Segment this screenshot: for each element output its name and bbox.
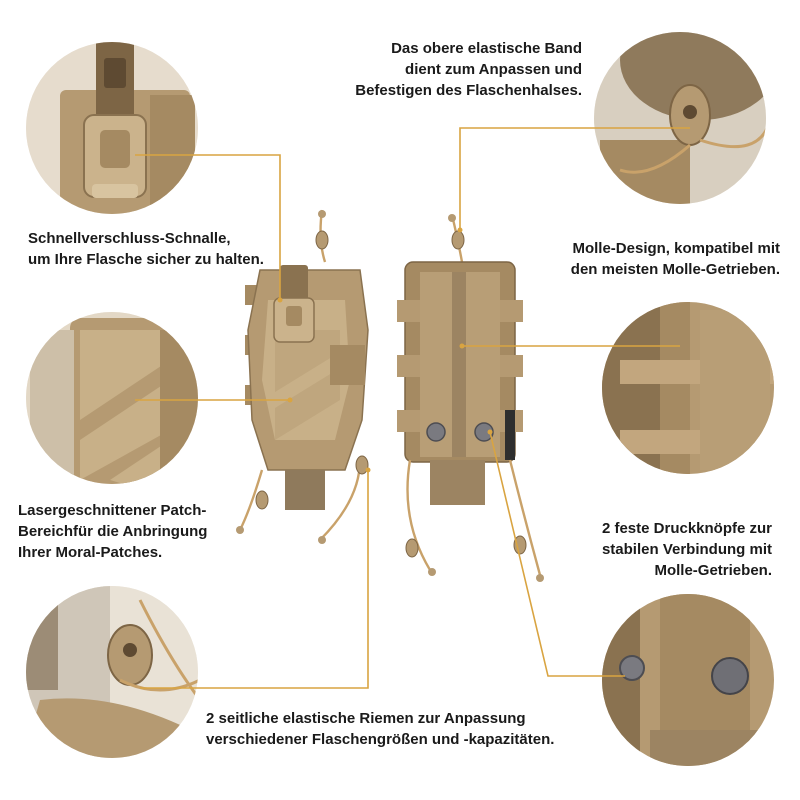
leader-top-band [459, 127, 690, 230]
leader-snaps [489, 431, 625, 677]
label-line: Bereichfür die Anbringung [18, 523, 208, 540]
label-line: Das obere elastische Band [391, 40, 582, 57]
detail-circle-top-band [594, 32, 766, 204]
detail-circle-buckle [26, 42, 198, 214]
label-line: 2 feste Druckknöpfe zur [601, 520, 772, 537]
label-patch: Lasergeschnittener Patch- Bereichfür die… [18, 500, 238, 563]
label-molle: Molle-Design, kompatibel mit den meisten… [540, 238, 780, 280]
leader-buckle [135, 154, 281, 300]
label-line: Lasergeschnittener Patch- [18, 502, 207, 519]
label-buckle: Schnellverschluss-Schnalle, um Ihre Flas… [28, 228, 278, 270]
label-line: Molle-Getrieben. [654, 562, 772, 579]
label-snaps: 2 feste Druckknöpfe zur stabilen Verbind… [560, 518, 772, 581]
label-line: stabilen Verbindung mit [601, 541, 772, 558]
detail-circle-snaps [602, 594, 774, 766]
label-line: Schnellverschluss-Schnalle, [28, 230, 231, 247]
label-top-band: Das obere elastische Band dient zum Anpa… [330, 38, 582, 101]
label-line: dient zum Anpassen und [405, 61, 582, 78]
detail-circle-molle [602, 302, 774, 474]
label-line: 2 seitliche elastische Riemen zur Anpass… [206, 710, 526, 727]
detail-circle-cordlock-left [26, 586, 198, 758]
label-line: Ihrer Moral-Patches. [18, 544, 163, 561]
pouch-front [236, 209, 369, 544]
label-line: verschiedener Flaschengrößen und -kapazi… [206, 731, 555, 748]
label-side-straps: 2 seitliche elastische Riemen zur Anpass… [206, 708, 586, 750]
label-line: Molle-Design, kompatibel mit [572, 240, 780, 257]
leader-side-straps [140, 470, 369, 689]
pouch-back [397, 214, 544, 582]
label-line: den meisten Molle-Getrieben. [570, 261, 780, 278]
leader-lines [135, 127, 690, 689]
label-line: um Ihre Flasche sicher zu halten. [28, 251, 264, 268]
label-line: Befestigen des Flaschenhalses. [355, 82, 582, 99]
